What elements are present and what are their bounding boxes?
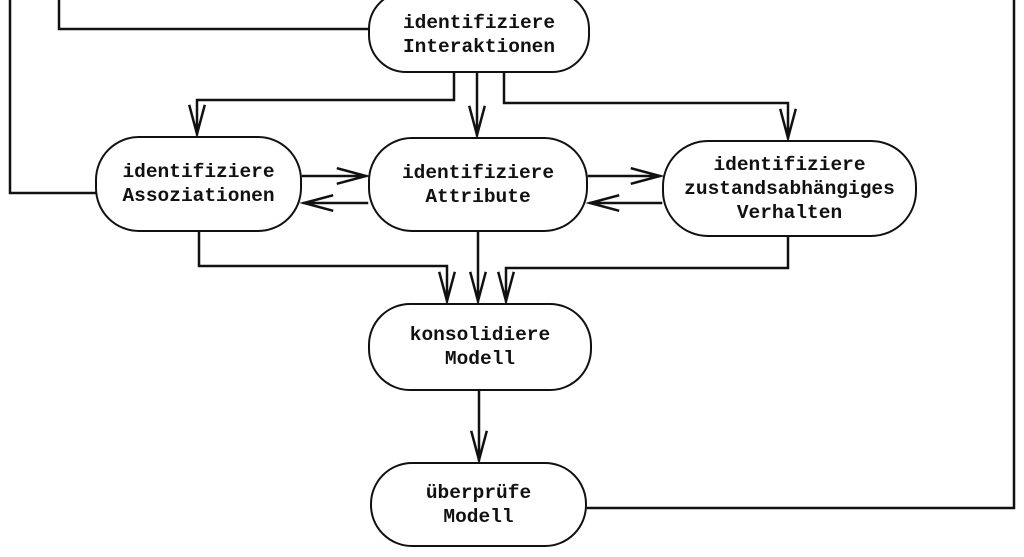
node-label-line: identifiziere xyxy=(401,161,555,184)
edge-interaktionen-to-assoziationen xyxy=(187,71,456,139)
node-ueberpruefe-modell: überprüfe Modell xyxy=(370,462,587,547)
node-label-line: Assoziationen xyxy=(122,185,275,207)
node-label-line: Modell xyxy=(443,505,514,528)
node-label-line: identifiziere xyxy=(122,161,275,183)
edge-interaktionen-to-attribute xyxy=(467,71,487,140)
edge-interaktionen-to-verhalten xyxy=(502,71,798,143)
node-label-line: Modell xyxy=(444,348,516,370)
edge-assoziationen-to-konsolidiere xyxy=(197,231,457,306)
node-identifiziere-attribute: identifiziere Attribute xyxy=(368,137,588,232)
node-label-line: Interaktionen xyxy=(402,36,556,58)
node-label-line: zustandsabhängiges xyxy=(684,177,895,200)
edge-verhalten-to-attribute xyxy=(585,193,663,213)
edge-assoziationen-to-attribute xyxy=(301,166,371,186)
node-label-line: Attribute xyxy=(425,185,531,208)
edge-ueberpruefe-to-topright xyxy=(586,0,1016,510)
node-konsolidiere-modell: konsolidiere Modell xyxy=(368,303,592,391)
node-identifiziere-assoziationen: identifiziere Assoziationen xyxy=(95,136,302,232)
edge-topleft-inner-to-interaktionen xyxy=(57,0,371,31)
edge-konsolidiere-to-ueberpruefe xyxy=(469,390,489,465)
node-label-line: Verhalten xyxy=(736,201,843,224)
node-label-line: identifiziere xyxy=(402,12,556,34)
node-label-line: überprüfe xyxy=(425,481,532,504)
node-identifiziere-zustandsabhaengiges-verhalten: identifiziere zustandsabhängiges Verhalt… xyxy=(662,140,917,237)
edge-attribute-to-konsolidiere xyxy=(468,231,488,306)
edge-verhalten-to-konsolidiere xyxy=(496,236,790,306)
node-identifiziere-interaktionen: identifiziere Interaktionen xyxy=(368,0,590,73)
edge-topleft-outer-to-assoziationen xyxy=(8,0,98,195)
edge-attribute-to-assoziationen xyxy=(299,193,369,213)
node-label-line: identifiziere xyxy=(713,153,866,176)
edge-attribute-to-verhalten xyxy=(587,166,665,186)
node-label-line: konsolidiere xyxy=(409,324,551,346)
